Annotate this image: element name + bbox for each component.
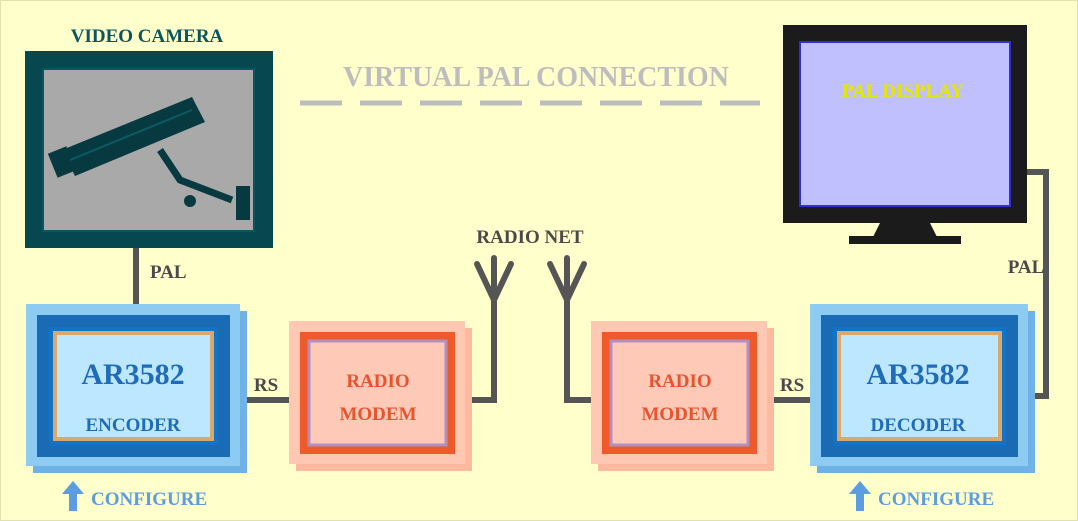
monitor-stand xyxy=(849,236,961,244)
radio-modem-left-line1: RADIO xyxy=(346,371,409,392)
radio-modem-right-line2: MODEM xyxy=(641,404,718,425)
antenna-icon xyxy=(547,255,587,303)
decoder-unit xyxy=(810,304,1035,473)
configure-left[interactable]: CONFIGURE xyxy=(62,481,207,511)
encoder-role: ENCODER xyxy=(85,415,180,436)
configure-left-label[interactable]: CONFIGURE xyxy=(91,489,207,510)
security-camera-icon xyxy=(47,97,250,220)
radio-net-label: RADIO NET xyxy=(476,227,583,248)
monitor-neck xyxy=(872,223,938,239)
pal-display-label: PAL DISPLAY xyxy=(842,81,964,102)
arrow-up-icon xyxy=(62,481,84,511)
pal-label-left: PAL xyxy=(150,262,187,283)
pal-label-right: PAL xyxy=(1008,257,1045,278)
rs-label-right: RS xyxy=(780,375,804,396)
configure-right-label[interactable]: CONFIGURE xyxy=(878,489,994,510)
encoder-unit xyxy=(26,304,247,473)
encoder-model: AR3582 xyxy=(81,358,184,391)
decoder-role: DECODER xyxy=(870,415,965,436)
monitor-icon xyxy=(783,25,1027,244)
antenna-icon xyxy=(474,255,514,303)
radio-modem-left-line2: MODEM xyxy=(339,404,416,425)
antenna-cable-right xyxy=(564,295,597,403)
arrow-up-icon xyxy=(849,481,871,511)
radio-modem-left xyxy=(289,321,472,471)
antenna-cable-left xyxy=(463,295,497,403)
connectors xyxy=(133,169,1049,403)
video-camera xyxy=(25,51,273,248)
pal-cable-right xyxy=(1023,169,1049,399)
decoder-model: AR3582 xyxy=(866,358,969,391)
video-camera-title: VIDEO CAMERA xyxy=(71,26,224,47)
configure-right[interactable]: CONFIGURE xyxy=(849,481,994,511)
monitor-screen xyxy=(799,41,1011,207)
virtual-pal-label: VIRTUAL PAL CONNECTION xyxy=(343,62,729,93)
rs-label-left: RS xyxy=(254,375,278,396)
radio-modem-right-line1: RADIO xyxy=(648,371,711,392)
radio-modem-right xyxy=(591,321,774,471)
